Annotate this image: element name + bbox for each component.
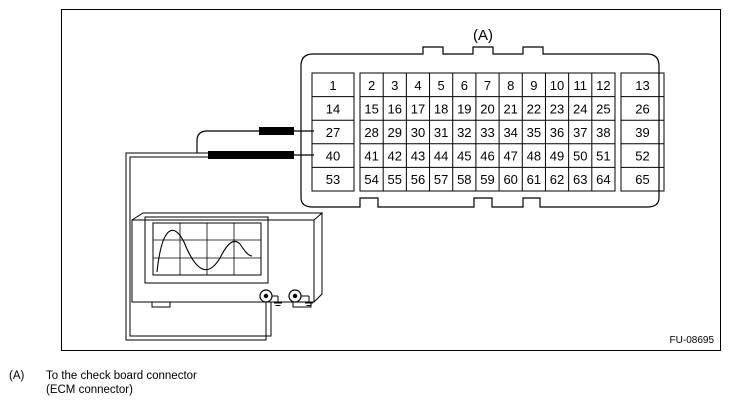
pin-label: 65 (635, 172, 649, 187)
pin-label: 7 (484, 78, 491, 93)
pin-label: 50 (573, 149, 587, 164)
pin-label: 53 (326, 172, 340, 187)
pin-label: 64 (596, 172, 610, 187)
oscilloscope-foot-right (292, 301, 312, 308)
pin-label: 2 (368, 78, 375, 93)
pin-label: 19 (457, 101, 471, 116)
oscilloscope-graticule (153, 223, 261, 275)
pin-label: 62 (550, 172, 564, 187)
pin-grid-lines (312, 73, 664, 191)
pin-label: 26 (635, 101, 649, 116)
legend-line-2: (ECM connector) (46, 384, 133, 396)
probe-sleeve-pin27 (259, 127, 294, 135)
pin-block-center (359, 72, 616, 192)
pin-label: 18 (434, 101, 448, 116)
pin-label: 48 (527, 149, 541, 164)
pin-label: 63 (573, 172, 587, 187)
pin-label: 11 (573, 78, 587, 93)
oscilloscope-foot-left (151, 301, 171, 308)
probe-cable (125, 152, 272, 341)
pin-block-left (311, 72, 355, 192)
pin-label: 10 (550, 78, 564, 93)
pin-label: 25 (596, 101, 610, 116)
ground-jack (288, 289, 313, 306)
pin-label: 27 (326, 125, 340, 140)
pin-label: 24 (573, 101, 587, 116)
pin-label: 20 (480, 101, 494, 116)
pin-label: 29 (388, 125, 402, 140)
pin-label: 47 (503, 149, 517, 164)
pin-label: 8 (507, 78, 514, 93)
pin-label: 42 (388, 149, 402, 164)
pin-label: 57 (434, 172, 448, 187)
pin-label: 5 (438, 78, 445, 93)
pin-label: 6 (461, 78, 468, 93)
pin-label: 43 (411, 149, 425, 164)
pin-label: 22 (527, 101, 541, 116)
pin-label: 38 (596, 125, 610, 140)
pin-label: 13 (635, 78, 649, 93)
pin-label: 36 (550, 125, 564, 140)
pin-label: 30 (411, 125, 425, 140)
pin-label: 59 (480, 172, 494, 187)
oscilloscope-housing (131, 212, 324, 303)
pin-label: 39 (635, 125, 649, 140)
pin-label: 4 (414, 78, 421, 93)
pin-label: 37 (573, 125, 587, 140)
pin-block-right (620, 72, 665, 192)
pin-label: 1 (329, 78, 336, 93)
oscilloscope-screen-bezel (144, 216, 269, 284)
pin-label: 58 (457, 172, 471, 187)
connector-housing (300, 46, 660, 208)
pin-label: 16 (388, 101, 402, 116)
pin-label: 17 (411, 101, 425, 116)
pin-label: 60 (503, 172, 517, 187)
pin-label: 31 (434, 125, 448, 140)
pin-label: 23 (550, 101, 564, 116)
pin-label: 14 (326, 101, 340, 116)
pin-label: 51 (596, 149, 610, 164)
pin-label: 34 (503, 125, 517, 140)
pin-label: 44 (434, 149, 448, 164)
pin-label: 40 (326, 149, 340, 164)
pin-label: 12 (596, 78, 610, 93)
pin-label: 49 (550, 149, 564, 164)
pin-label: 28 (364, 125, 378, 140)
pin-label: 61 (527, 172, 541, 187)
pin-label: 41 (364, 149, 378, 164)
pin-label: 45 (457, 149, 471, 164)
legend-line-1: To the check board connector (46, 370, 197, 382)
waveform-trace (156, 229, 253, 273)
connector-callout-label: (A) (473, 27, 493, 44)
pin-label: 3 (391, 78, 398, 93)
probe-sleeve-pin40 (208, 151, 294, 159)
pin-label: 15 (364, 101, 378, 116)
pin-label: 52 (635, 149, 649, 164)
figure-id: FU-08695 (669, 335, 714, 346)
ground-lead (196, 130, 259, 153)
pin-label: 54 (364, 172, 378, 187)
pin-label: 56 (411, 172, 425, 187)
legend-key: (A) (9, 370, 25, 382)
pin-label: 35 (527, 125, 541, 140)
pin-label: 55 (388, 172, 402, 187)
pin-label: 9 (530, 78, 537, 93)
pin-label: 21 (503, 101, 517, 116)
pin-label: 33 (480, 125, 494, 140)
pin-label: 32 (457, 125, 471, 140)
pin-label: 46 (480, 149, 494, 164)
legend-text: To the check board connector (ECM connec… (46, 369, 197, 397)
